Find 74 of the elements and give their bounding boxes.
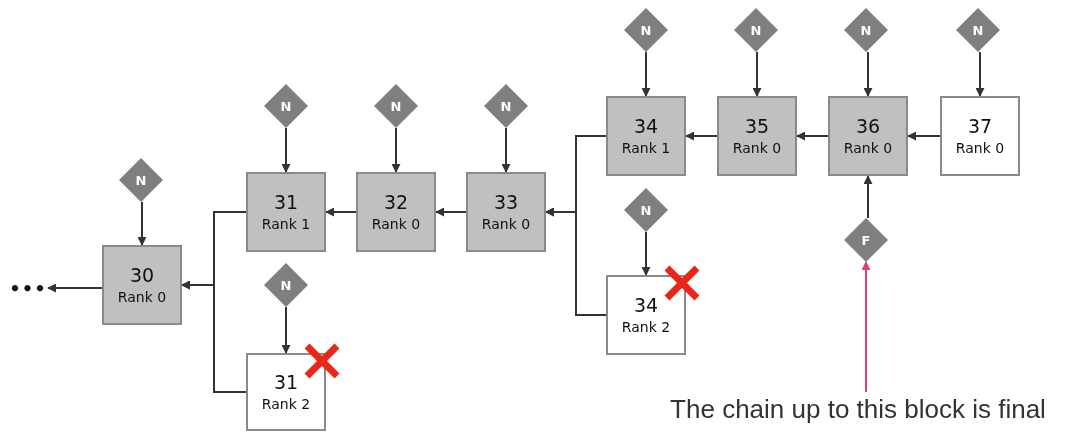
- block-box: [356, 172, 436, 252]
- arrow: [181, 280, 247, 393]
- ellipsis-text: •••: [9, 277, 47, 299]
- block-number: 32: [383, 190, 409, 214]
- arrow: [325, 207, 357, 217]
- decision-diamond: [624, 8, 668, 52]
- arrow: [641, 51, 651, 97]
- arrow: [975, 51, 985, 97]
- block-box: [102, 245, 182, 325]
- rank-label: Rank 2: [621, 318, 671, 337]
- diamond-letter: N: [280, 277, 292, 293]
- diamond-letter: N: [135, 172, 147, 188]
- block-number: 31: [273, 190, 299, 214]
- block-box: [606, 275, 686, 355]
- arrow: [752, 51, 762, 97]
- block-number: 30: [129, 263, 155, 287]
- decision-diamond: [264, 263, 308, 307]
- arrow: [685, 131, 718, 141]
- block-box: [606, 96, 686, 176]
- decision-diamond: [264, 84, 308, 128]
- rank-label: Rank 2: [261, 395, 311, 414]
- rank-label: Rank 0: [371, 215, 421, 234]
- diamond-letter: F: [861, 232, 871, 248]
- arrow: [863, 175, 873, 219]
- diamond-letter: N: [500, 98, 512, 114]
- arrow: [281, 127, 291, 173]
- arrow: [281, 306, 291, 354]
- decision-diamond: [374, 84, 418, 128]
- block-box: [828, 96, 908, 176]
- decision-diamond: [624, 188, 668, 232]
- arrow: [796, 131, 829, 141]
- diamond-letter: N: [640, 202, 652, 218]
- block-box: [246, 172, 326, 252]
- block-box: [717, 96, 797, 176]
- arrow: [391, 127, 401, 173]
- rank-label: Rank 0: [117, 288, 167, 307]
- diamond-letter: N: [640, 22, 652, 38]
- diamond-letter: N: [750, 22, 762, 38]
- block-number: 35: [744, 114, 770, 138]
- arrow: [47, 283, 103, 293]
- arrow: [137, 201, 147, 246]
- rank-label: Rank 0: [481, 215, 531, 234]
- rank-label: Rank 0: [732, 139, 782, 158]
- decision-diamond: [119, 158, 163, 202]
- block-number: 31: [273, 370, 299, 394]
- arrow: [435, 207, 467, 217]
- block-number: 33: [493, 190, 519, 214]
- block-number: 37: [967, 114, 993, 138]
- block-number: 34: [633, 293, 659, 317]
- rank-label: Rank 1: [261, 215, 311, 234]
- rank-label: Rank 0: [955, 139, 1005, 158]
- decision-diamond: [844, 8, 888, 52]
- arrow: [545, 207, 607, 316]
- rank-label: Rank 1: [621, 139, 671, 158]
- diamond-letter: N: [280, 98, 292, 114]
- arrow: [861, 261, 871, 393]
- block-box: [940, 96, 1020, 176]
- block-box: [466, 172, 546, 252]
- decision-diamond: [956, 8, 1000, 52]
- block-number: 36: [855, 114, 881, 138]
- arrow: [907, 131, 941, 141]
- rank-label: Rank 0: [843, 139, 893, 158]
- decision-diamond: [484, 84, 528, 128]
- annotation-text: The chain up to this block is final: [670, 393, 1046, 425]
- diamond-letter: N: [972, 22, 984, 38]
- diamond-letter: N: [390, 98, 402, 114]
- arrow: [641, 231, 651, 276]
- arrow: [501, 127, 511, 173]
- decision-diamond: [734, 8, 778, 52]
- decision-diamond: [844, 218, 888, 262]
- arrow: [863, 51, 873, 97]
- block-number: 34: [633, 114, 659, 138]
- diamond-letter: N: [860, 22, 872, 38]
- block-box: [246, 353, 326, 431]
